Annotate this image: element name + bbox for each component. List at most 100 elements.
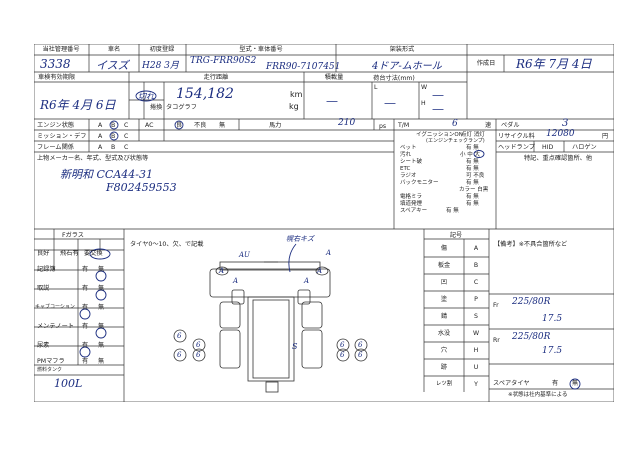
fgas-row-1: 取説 [37, 285, 50, 292]
fgas-row-3-yes: 有 [82, 323, 89, 330]
fgas-row-0-yes: 有 [82, 266, 89, 273]
equip-etc: ETC [400, 166, 411, 172]
rr-tire2: 17.5 [542, 346, 563, 356]
mark-a1: A [219, 267, 225, 275]
legend-1-name: 板金 [437, 262, 451, 269]
ac-good: 良 [176, 122, 183, 129]
fgas-replace: 要交換 [84, 250, 103, 257]
recycle-label: リサイクル料 [498, 133, 535, 140]
fgas-good: 良好 [37, 250, 50, 257]
upper-label: 上物メーカー名、年式、型式及び状態等 [37, 155, 149, 162]
fgas-row-3: メンテノート [37, 323, 74, 330]
tire-rr2: 6 [358, 351, 363, 359]
legend-4-name: 錆 [440, 313, 448, 320]
pedal-value: 3 [562, 118, 569, 129]
equip-color-opts: カラー 白黒 [459, 187, 489, 193]
legend-2-name: 凹 [440, 279, 448, 286]
replaced-label: 捲換 [150, 104, 163, 111]
recycle-unit: 円 [602, 133, 609, 140]
upper-line2: F802459553 [106, 181, 177, 194]
kg-unit: kg [289, 102, 299, 111]
legend-6-name: 穴 [440, 347, 448, 354]
legend-0-name: 傷 [440, 245, 448, 252]
equip-ign: イグニッションON [416, 132, 463, 138]
legend-5-name: 水没 [437, 330, 451, 337]
fgas-row-2-yes: 有 [82, 304, 89, 311]
hp-value: 210 [338, 118, 356, 128]
tire-fr2: 6 [358, 341, 363, 349]
tacho-label: タコグラフ [166, 104, 197, 111]
mark-a2: A [317, 267, 323, 275]
tire-fr: 6 [340, 341, 345, 349]
H-label: H [421, 100, 426, 107]
fgas-row-4-yes: 有 [82, 342, 89, 349]
legend-1-code: B [473, 262, 479, 269]
equip-mirror: 電格ミラ [400, 194, 423, 200]
tire-fl: 6 [177, 332, 182, 340]
equip-radio: ラジオ [400, 173, 417, 179]
footer-note: ※状態は社内基準による [508, 392, 568, 398]
legend-8-code: Y [474, 381, 478, 388]
fgas-row-5-no: 無 [98, 358, 105, 365]
make-label: 車名 [107, 46, 121, 53]
mark-a3: A [326, 249, 332, 257]
fgas-row-1-yes: 有 [82, 285, 89, 292]
upper-line1: 新明和 CCA44-31 [60, 168, 153, 181]
spare-no: 無 [572, 380, 579, 387]
mileage-label: 走行距離 [203, 74, 229, 81]
frame-label: フレーム関係 [37, 144, 74, 151]
equip-spare-key: スペアキー [400, 208, 428, 214]
equip-bed: ベット [400, 145, 417, 151]
legend-5-code: W [472, 330, 480, 337]
equip-spare-key-opts: 有 無 [446, 208, 459, 214]
equip-dirt-opts: 小 中 大 [460, 152, 480, 158]
created-date: R6年 7月 4日 [516, 57, 592, 71]
legend-4-code: S [474, 313, 478, 320]
mark-au: AU [239, 251, 250, 259]
load-value: — [326, 94, 338, 108]
created-label: 作成日 [476, 60, 496, 67]
hp-label: 馬力 [269, 122, 282, 129]
equip-mirror-opts: 有 無 [466, 194, 479, 200]
fgas-row-2: キャブコーション [35, 304, 75, 310]
equip-dirt: 汚れ [400, 152, 412, 158]
equip-flare: 填道発煙 [400, 201, 423, 207]
legend-3-name: 塗 [440, 296, 448, 303]
W-value: — [432, 88, 444, 102]
frame-c: C [124, 144, 129, 151]
hid-label: HID [542, 144, 554, 151]
legend-0-code: A [473, 245, 479, 252]
body-type: 4ドア-ムホール [372, 61, 442, 72]
rr-tire: 225/80R [512, 332, 551, 342]
fgas-row-5-yes: 有 [82, 358, 89, 365]
mission-c: C [124, 133, 129, 140]
remarks-label: 【備考】※不具合箇所など [494, 241, 568, 248]
model-label: 型式・車体番号 [239, 46, 283, 53]
engine-a: A [98, 122, 103, 129]
mark-s: S [292, 342, 298, 351]
equip-etc-opts: 有 無 [466, 166, 479, 172]
mgmt-no: 3338 [40, 57, 71, 71]
fuel-label: 燃料タンク [37, 367, 63, 373]
fgas-row-5: PMマフラ [37, 358, 65, 365]
legend-title: 記号 [449, 232, 463, 239]
fr-tire2: 17.5 [542, 314, 563, 324]
mission-b: B [111, 133, 116, 140]
damage-annotation: 幌右キズ [286, 235, 314, 243]
tm-label: T/M [398, 122, 410, 129]
fgas-scratch: 飛石有 [60, 250, 79, 257]
headlight-label: ヘッドランプ [498, 144, 535, 151]
tire-note: タイヤ0～10、欠、で記載 [130, 241, 204, 248]
model-code: TRG-FRR90S2 [190, 56, 257, 66]
engine-label: エンジン状態 [37, 122, 75, 129]
equip-flare-opts: 有 無 [466, 201, 479, 207]
equip-check: (エンジンチェックランプ) [426, 138, 485, 144]
inspection-label: 車検有効期限 [38, 74, 76, 81]
frame-b: B [111, 144, 116, 151]
truck-diagram [173, 261, 368, 393]
spare-label: スペアタイヤ [493, 380, 530, 387]
equip-monitor: バックモニター [400, 180, 439, 186]
mgmt-no-label: 当社管理番号 [42, 46, 80, 53]
mark-a4: A [233, 277, 239, 285]
tire-fl2: 6 [196, 341, 201, 349]
